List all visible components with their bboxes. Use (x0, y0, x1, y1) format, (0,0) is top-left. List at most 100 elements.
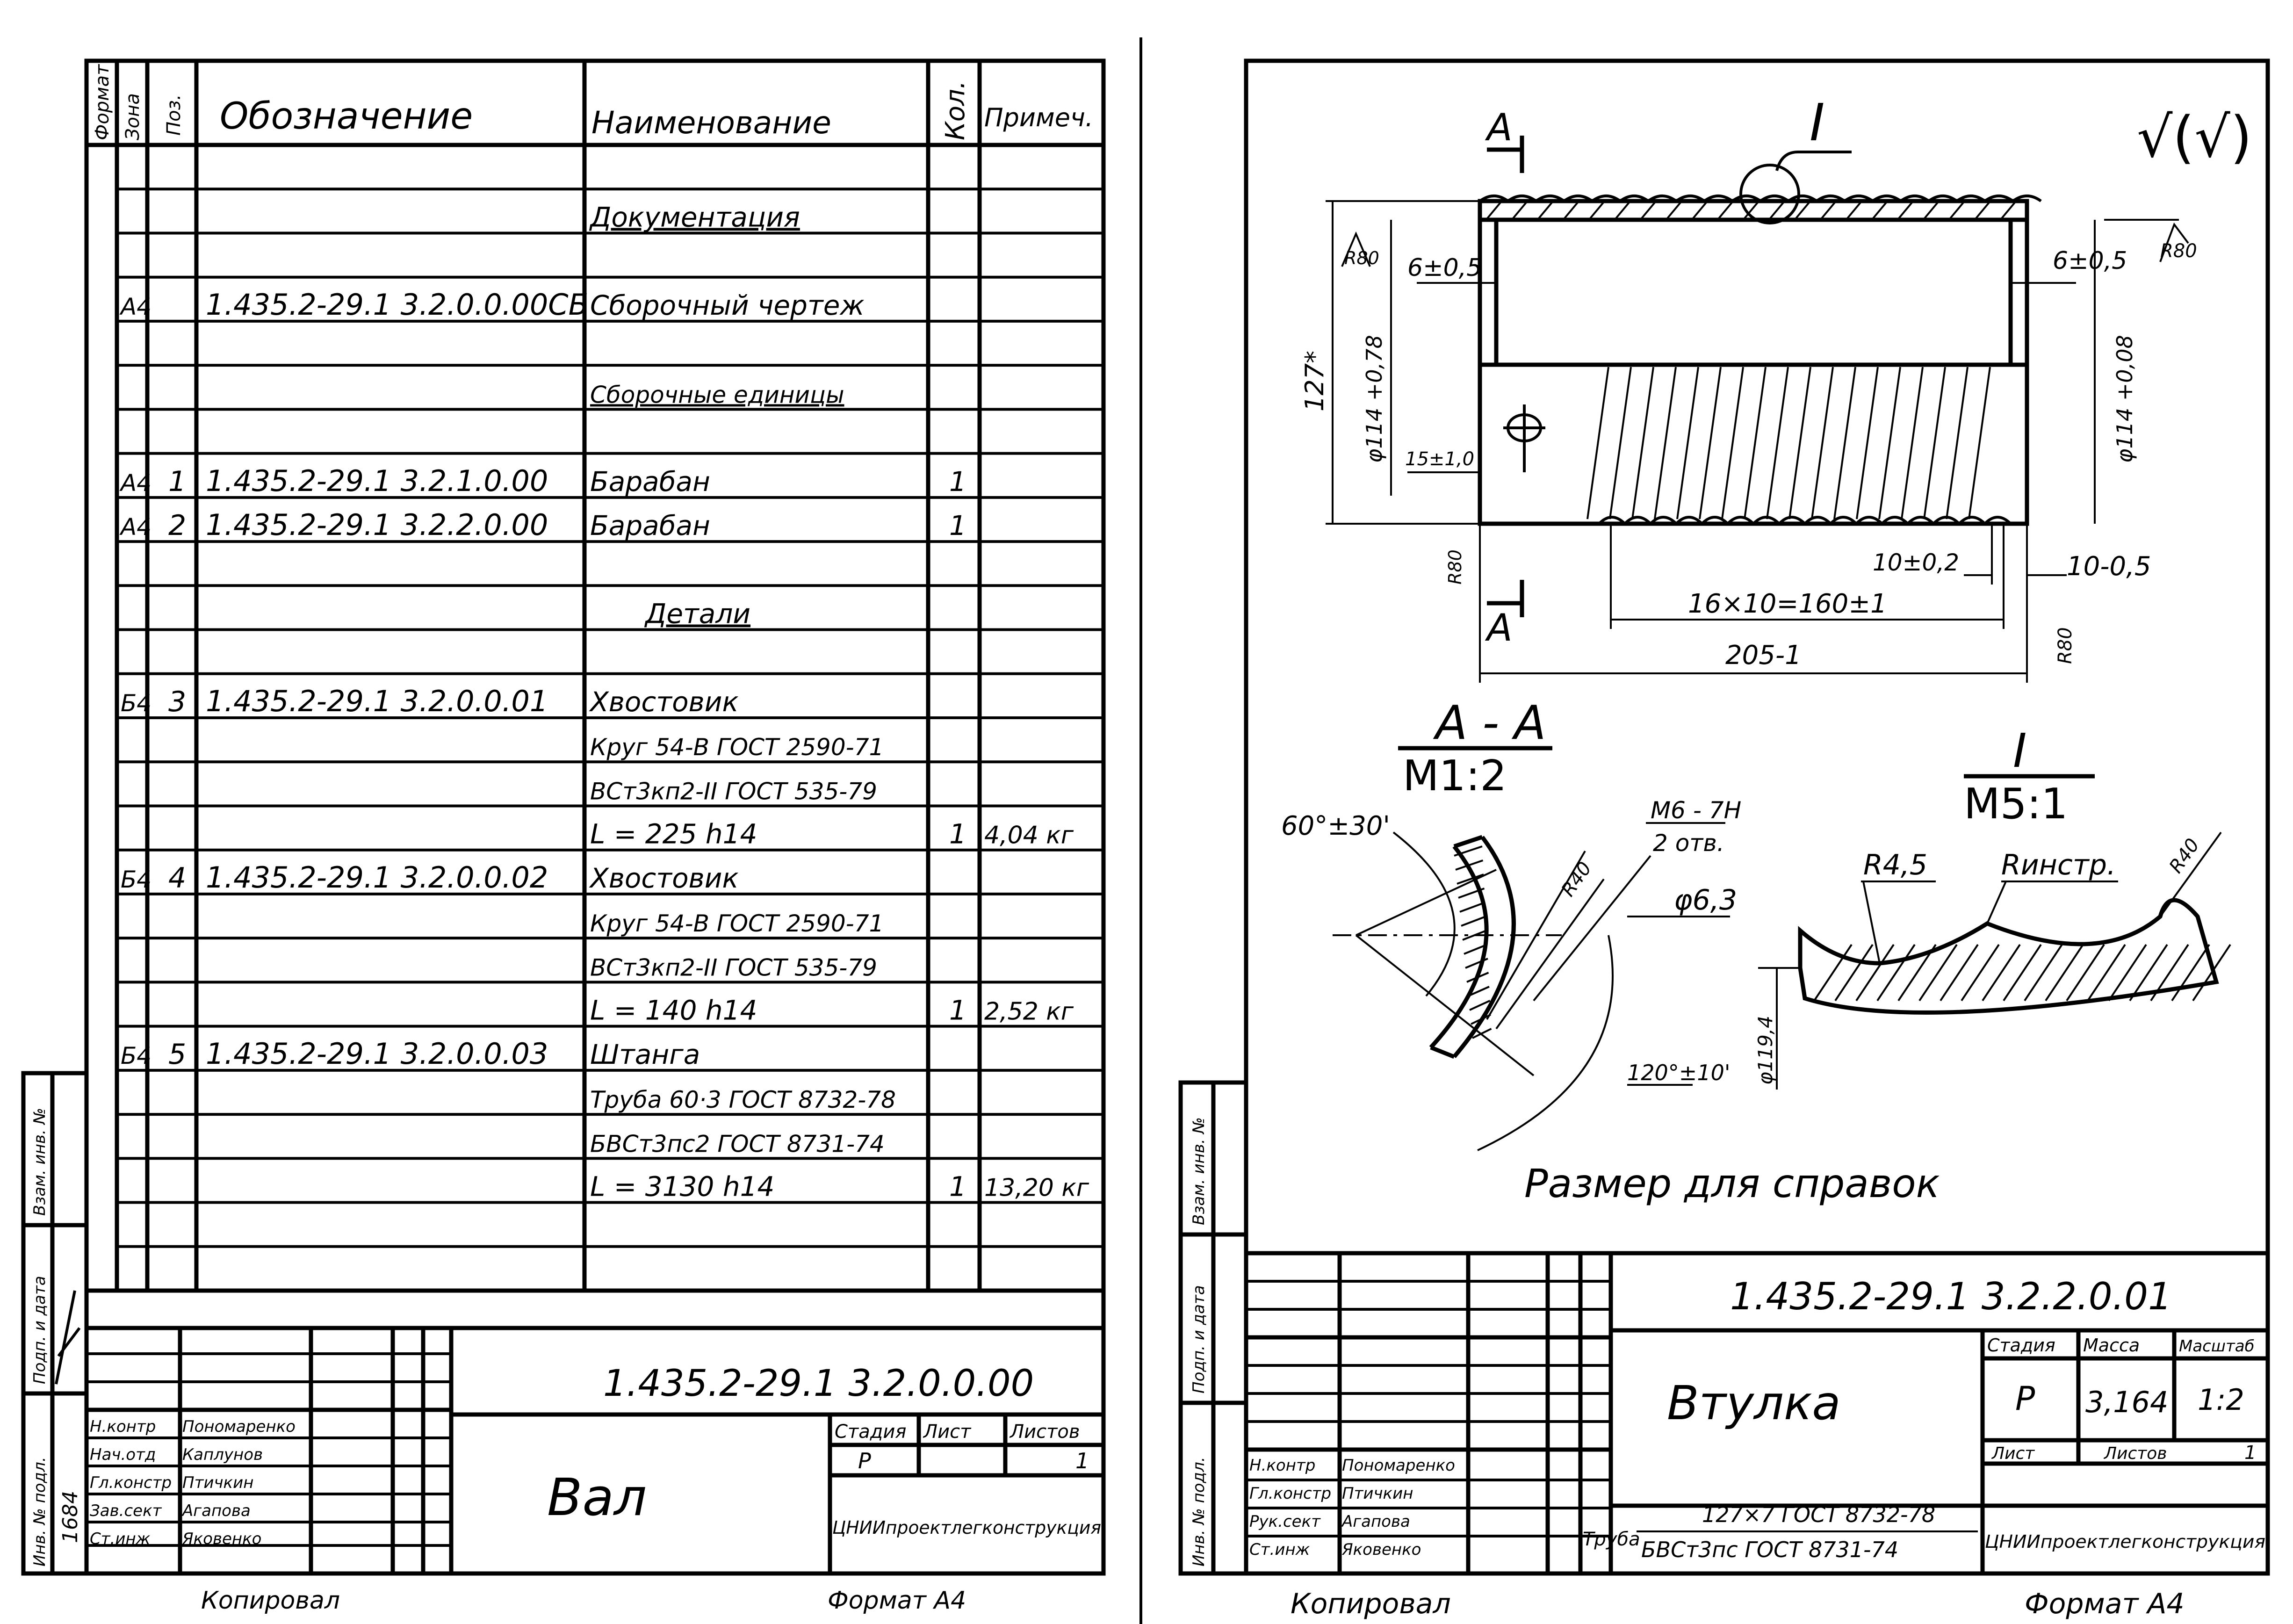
spec-row: БВСт3пс2 ГОСТ 8731-74 (590, 1130, 885, 1157)
spec-cell-format: А4 (119, 469, 151, 497)
spec-cell-designation: 1.435.2-29.1 3.2.0.0.02 (206, 860, 548, 895)
spec-cell-pos: 3 (168, 686, 186, 718)
spec-cell-name: Штанга (590, 1039, 700, 1070)
detail-i-scale: М5:1 (1964, 780, 2068, 829)
spec-cell-name: L = 3130 h14 (590, 1171, 774, 1203)
aa-angle: 60°±30' (1281, 811, 1390, 841)
header-qty: Кол. (940, 80, 971, 140)
tb-person: Агапова (1341, 1512, 1410, 1531)
spec-cell-name: Хвостовик (589, 686, 738, 718)
spec-cell-name: Труба 60·3 ГОСТ 8732-78 (590, 1086, 896, 1113)
spec-cell-note: 13,20 кг (984, 1174, 1089, 1202)
spec-side-label-replace: Взам. инв. № (30, 1108, 49, 1216)
dim-fifteen: 15±1,0 (1405, 448, 1474, 470)
tb-role: Нач.отд (90, 1445, 156, 1464)
tb-role: Ст.инж (1249, 1540, 1310, 1559)
drawing-stage-label: Стадия (1987, 1335, 2055, 1356)
header-name: Наименование (591, 105, 831, 141)
dim-127: 127* (1300, 351, 1329, 411)
spec-cell-qty: 1 (949, 466, 966, 498)
detail-rinstr: Rинстр. (2001, 849, 2116, 881)
dim-overall: 205-1 (1725, 640, 1802, 671)
header-note: Примеч. (984, 103, 1093, 132)
spec-cell-pos: 5 (168, 1038, 186, 1071)
dim-r80-right: R80 (2160, 240, 2197, 262)
tb-person: Птичкин (182, 1473, 253, 1492)
dim-ten-02: 10±0,2 (1873, 549, 1959, 576)
spec-side-value-inv: 1684 (58, 1491, 82, 1543)
drawing-scale-value: 1:2 (2198, 1383, 2244, 1417)
spec-row: Круг 54-В ГОСТ 2590-71 (590, 734, 884, 761)
drawing-material-prefix: Труба (1583, 1529, 1640, 1550)
dim-r80-left: R80 (1344, 248, 1379, 268)
spec-cell-name: ВСт3кп2-II ГОСТ 535-79 (590, 778, 877, 805)
spec-cell-designation: 1.435.2-29.1 3.2.0.0.03 (206, 1037, 548, 1071)
tb-person: Птичкин (1342, 1484, 1413, 1503)
dim-dia-left: φ114 +0,78 (1362, 335, 1387, 463)
drawing-side-label-sign: Подп. и дата (1190, 1285, 1208, 1393)
tb-role: Рук.сект (1249, 1512, 1321, 1531)
spec-cell-name: L = 140 h14 (590, 995, 757, 1026)
drawing-material-line2: БВСт3пс ГОСТ 8731-74 (1641, 1537, 1898, 1562)
bushing-main-view (1478, 195, 2042, 526)
spec-cell-name: Детали (644, 598, 750, 630)
spec-cell-name: Документация (589, 201, 800, 233)
drawing-sheet: √(√) I А А (1178, 58, 2270, 1620)
drawing-sheet-label: Лист (1991, 1444, 2035, 1463)
aa-thread: М6 - 7Н (1651, 797, 1741, 824)
header-zone: Зона (122, 93, 144, 140)
spec-title-designation: 1.435.2-29.1 3.2.0.0.00 (603, 1363, 1034, 1405)
spec-cell-note: 2,52 кг (984, 998, 1074, 1026)
drawing-sheets-value: 1 (2244, 1442, 2256, 1464)
spec-title-name: Вал (547, 1467, 647, 1527)
dim-dia-right: φ114 +0,08 (2112, 335, 2137, 463)
cut-label-top: А (1485, 106, 1513, 149)
note-reference-size: Размер для справок (1524, 1161, 1940, 1206)
drawing-format: Формат А4 (2025, 1588, 2185, 1620)
spec-cell-designation: 1.435.2-29.1 3.2.1.0.00 (206, 464, 548, 498)
aa-hole-dia: φ6,3 (1674, 884, 1737, 917)
dim-ten-05: 10-0,5 (2067, 551, 2151, 582)
spec-row: ВСт3кп2-II ГОСТ 535-79 (590, 778, 877, 805)
spec-cell-format: А4 (119, 513, 151, 541)
section-aa-title: А - А (1433, 695, 1546, 750)
spec-cell-format: Б4 (121, 866, 151, 893)
tb-person: Агапова (181, 1501, 251, 1520)
spec-stage-value: Р (858, 1448, 871, 1473)
spec-frame (84, 58, 1106, 1576)
specification-sheet: Формат Зона Поз. Обозначение Наименовани… (21, 58, 1106, 1615)
spec-row: Б4 5 1.435.2-29.1 3.2.0.0.03 Штанга (121, 1037, 700, 1071)
spec-cell-name: Барабан (590, 466, 710, 498)
header-pos: Поз. (163, 94, 185, 136)
spec-cell-pos: 4 (168, 862, 186, 895)
spec-cell-designation: 1.435.2-29.1 3.2.0.0.01 (206, 684, 548, 718)
spec-row: Сборочные единицы (590, 381, 844, 408)
spec-sheets-value: 1 (1075, 1448, 1089, 1473)
spec-cell-name: L = 225 h14 (590, 818, 757, 850)
section-aa-scale: М1:2 (1403, 751, 1507, 801)
spec-cell-format: Б4 (121, 1042, 151, 1069)
tb-role: Зав.сект (90, 1501, 162, 1520)
spec-cell-name: ВСт3кп2-II ГОСТ 535-79 (590, 954, 877, 981)
spec-cell-designation: 1.435.2-29.1 3.2.0.0.00СБ (206, 288, 588, 322)
spec-cell-qty: 1 (949, 818, 966, 850)
tb-role: Ст.инж (90, 1530, 151, 1548)
spec-cell-name: Сборочные единицы (590, 381, 844, 408)
spec-side-label-sign: Подп. и дата (30, 1276, 49, 1384)
spec-cell-name: Круг 54-В ГОСТ 2590-71 (590, 910, 884, 937)
detail-i-title: I (2013, 723, 2027, 778)
tb-role: Н.контр (1249, 1456, 1315, 1475)
spec-org: ЦНИИпроектлегконструкция (832, 1517, 1101, 1538)
section-aa: А - А М1:2 60°±30' М6 - 7Н 2 отв. R40 φ6… (1281, 695, 1741, 1151)
dim-six-right: 6±0,5 (2053, 247, 2127, 275)
spec-cell-qty: 1 (949, 995, 966, 1026)
detail-r45: R4,5 (1863, 849, 1927, 881)
